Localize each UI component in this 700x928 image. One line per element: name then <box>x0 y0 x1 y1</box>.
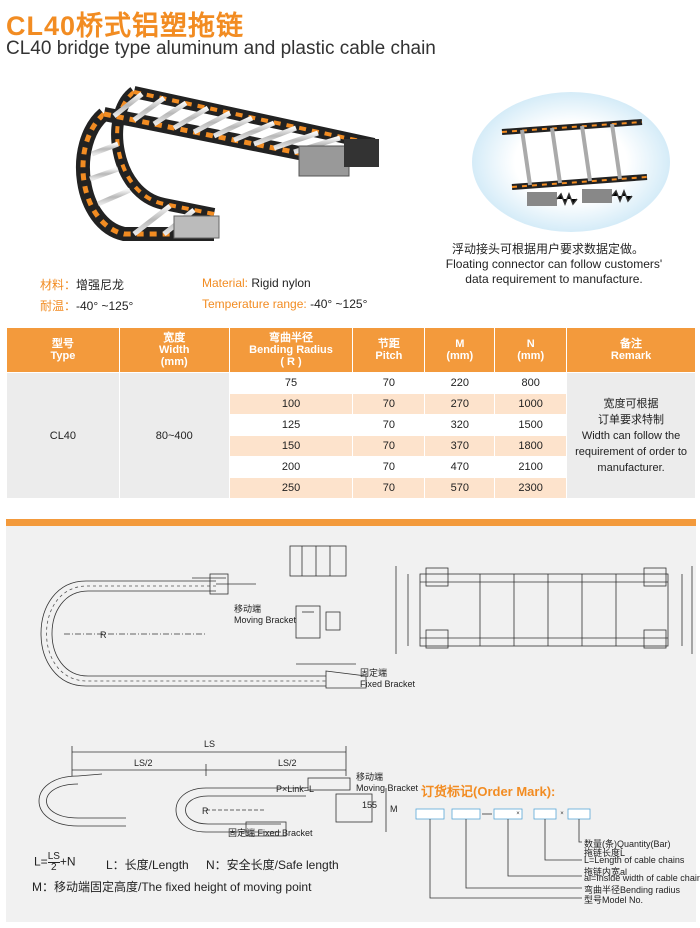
table-row: CL40 80~400 75 70 220 800 宽度可根据订单要求特制 Wi… <box>6 372 696 499</box>
cell-radius: 250 <box>228 477 354 499</box>
m-label: M <box>390 804 398 814</box>
cell-radius: 200 <box>228 456 354 478</box>
cell-m: 570 <box>424 477 496 499</box>
cell-radius: 75 <box>228 372 354 394</box>
floating-connector-photo <box>472 92 670 232</box>
cell-width: 80~400 <box>118 372 230 499</box>
order-width-en: al=Inside width of cable chain <box>584 873 700 883</box>
temperature-en: Temperature range: -40° ~125° <box>202 297 367 311</box>
order-model: 型号Model No. <box>584 895 644 905</box>
chain-travel-left <box>38 775 126 827</box>
chain-side-view <box>40 580 326 687</box>
cell-pitch: 70 <box>352 477 426 499</box>
order-length-cn: 拖链长度L <box>584 848 626 858</box>
cell-pitch: 70 <box>352 393 426 415</box>
cell-radius: 100 <box>228 393 354 415</box>
order-length-en: L=Length of cable chains <box>584 855 685 865</box>
technical-drawing: × × <box>38 545 693 899</box>
chain-top-view <box>419 573 669 647</box>
temperature-value-en: -40° ~125° <box>306 297 368 311</box>
order-qty: 数量(条)Quantity(Bar) <box>584 839 671 849</box>
dim-155-label: 155 <box>362 800 378 810</box>
fixed-bracket-inline-label: 固定端 Fixed Bracket <box>228 828 313 838</box>
cell-m: 370 <box>424 435 496 457</box>
temperature-row: 耐温：-40° ~125° Temperature range: -40° ~1… <box>40 297 367 314</box>
material-row: 材料：增强尼龙 Material: Rigid nylon <box>40 276 311 293</box>
material-label-cn: 材料： <box>40 278 77 292</box>
temperature-value-cn: -40° ~125° <box>76 299 134 313</box>
ls-label: LS <box>204 739 216 749</box>
cell-n: 1500 <box>494 414 568 436</box>
cell-pitch: 70 <box>352 435 426 457</box>
radius-label-2: R <box>202 806 209 816</box>
floating-note-en-line1: Floating connector can follow customers' <box>445 257 663 271</box>
cell-n: 1000 <box>494 393 568 415</box>
cell-radius: 125 <box>228 414 354 436</box>
page-subtitle: CL40 bridge type aluminum and plastic ca… <box>6 38 436 59</box>
cell-radius: 150 <box>228 435 354 457</box>
order-mark-title: 订货标记(Order Mark): <box>421 784 556 799</box>
formula-n-def: N：安全长度/Safe length <box>206 858 339 872</box>
cable-chain-photo <box>76 86 379 241</box>
cell-m: 470 <box>424 456 496 478</box>
floating-note-en-line2: data requirement to manufacture. <box>465 272 643 286</box>
material-value-cn: 增强尼龙 <box>76 278 125 292</box>
page-title: CL40桥式铝塑拖链 <box>6 11 245 41</box>
material-value-en: Rigid nylon <box>248 276 311 290</box>
svg-text:×: × <box>516 811 520 817</box>
cell-type: CL40 <box>6 372 120 499</box>
cell-n: 2100 <box>494 456 568 478</box>
cell-n: 1800 <box>494 435 568 457</box>
cell-pitch: 70 <box>352 456 426 478</box>
cell-m: 270 <box>424 393 496 415</box>
cell-n: 2300 <box>494 477 568 499</box>
section-divider <box>6 519 696 526</box>
formula-m-def: M：移动端固定高度/The fixed height of moving poi… <box>32 880 312 894</box>
order-radius: 弯曲半径Bending radius <box>584 885 681 895</box>
cell-m: 220 <box>424 372 496 394</box>
chain-travel-right <box>175 787 306 833</box>
floating-note-cn: 浮动接头可根据用户要求数据定做。 <box>452 242 645 256</box>
temperature-label-cn: 耐温： <box>40 299 77 313</box>
formula-l-def: L：长度/Length <box>106 858 189 872</box>
header-n: N(mm) <box>494 327 568 373</box>
table-row: 125 70 320 1500 <box>7 414 696 436</box>
radius-label: R <box>100 630 107 640</box>
pxlink-label: P×Link=L <box>276 784 315 794</box>
svg-text:×: × <box>560 811 564 817</box>
material-label-en: Material: <box>202 276 249 290</box>
material-en: Material: Rigid nylon <box>202 276 311 290</box>
cell-pitch: 70 <box>352 414 426 436</box>
table-row: 100 70 270 1000 <box>7 393 696 415</box>
cell-m: 320 <box>424 414 496 436</box>
cell-pitch: 70 <box>352 372 426 394</box>
order-width-cn: 拖链内宽al <box>584 867 628 877</box>
floating-note-en: Floating connector can follow customers'… <box>436 257 672 287</box>
table-row: 200 70 470 2100 <box>7 456 696 478</box>
ls-half-left: LS/2 <box>134 758 153 768</box>
cell-n: 800 <box>494 372 568 394</box>
table-row: 250 70 570 2300 <box>7 477 696 499</box>
header-m: M(mm) <box>424 327 496 373</box>
temperature-label-en: Temperature range: <box>202 297 307 311</box>
table-row: 150 70 370 1800 <box>7 435 696 457</box>
ls-half-right: LS/2 <box>278 758 297 768</box>
